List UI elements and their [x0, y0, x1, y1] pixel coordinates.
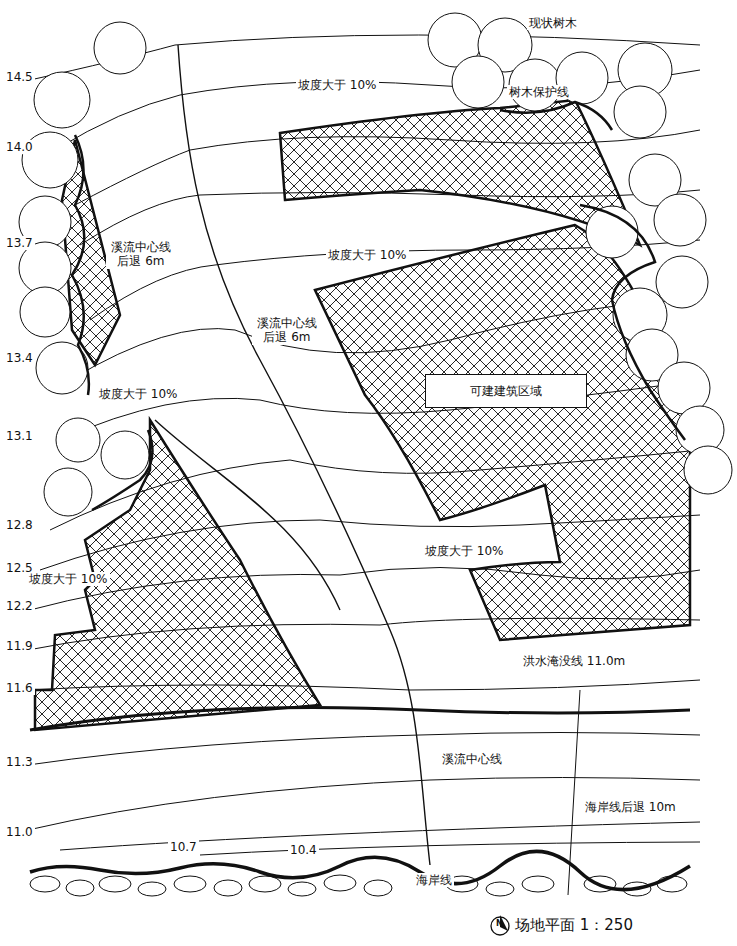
elevation: 13.4: [4, 351, 35, 365]
elevation: 12.8: [4, 518, 35, 532]
slope-note: 坡度大于 10%: [27, 572, 110, 586]
slope-note: 坡度大于 10%: [97, 387, 180, 401]
stream-note: 溪流中心线: [440, 752, 504, 766]
elevation: 11.3: [4, 755, 35, 769]
setback-note: 溪流中心线 后退 6m: [252, 316, 322, 345]
elevation: 11.9: [4, 639, 35, 653]
elevation: 12.2: [4, 599, 35, 613]
elevation: 10.7: [168, 840, 199, 854]
slope-note: 坡度大于 10%: [326, 248, 409, 262]
elevation: 11.0: [4, 825, 35, 839]
elevation: 13.1: [4, 429, 35, 443]
plan-caption: 场地平面 1：250: [515, 916, 633, 935]
setback-note: 海岸线后退 10m: [583, 800, 678, 814]
zone-label: 可建建筑区域: [470, 383, 542, 400]
north-mark: N: [496, 919, 503, 929]
elevation: 14.5: [4, 70, 35, 84]
elevation: 10.4: [288, 843, 319, 857]
elevation: 11.6: [4, 681, 35, 695]
setback-note: 溪流中心线 后退 6m: [106, 240, 176, 269]
note: 树木保护线: [507, 85, 571, 99]
shore-note: 海岸线: [414, 873, 454, 887]
elevation: 14.0: [4, 140, 35, 154]
flood-note: 洪水淹没线 11.0m: [521, 654, 627, 668]
note: 现状树木: [527, 16, 579, 30]
slope-note: 坡度大于 10%: [423, 544, 506, 558]
slope-note: 坡度大于 10%: [296, 78, 379, 92]
zone-box: 可建建筑区域: [425, 374, 587, 408]
elevation: 13.7: [4, 236, 35, 250]
